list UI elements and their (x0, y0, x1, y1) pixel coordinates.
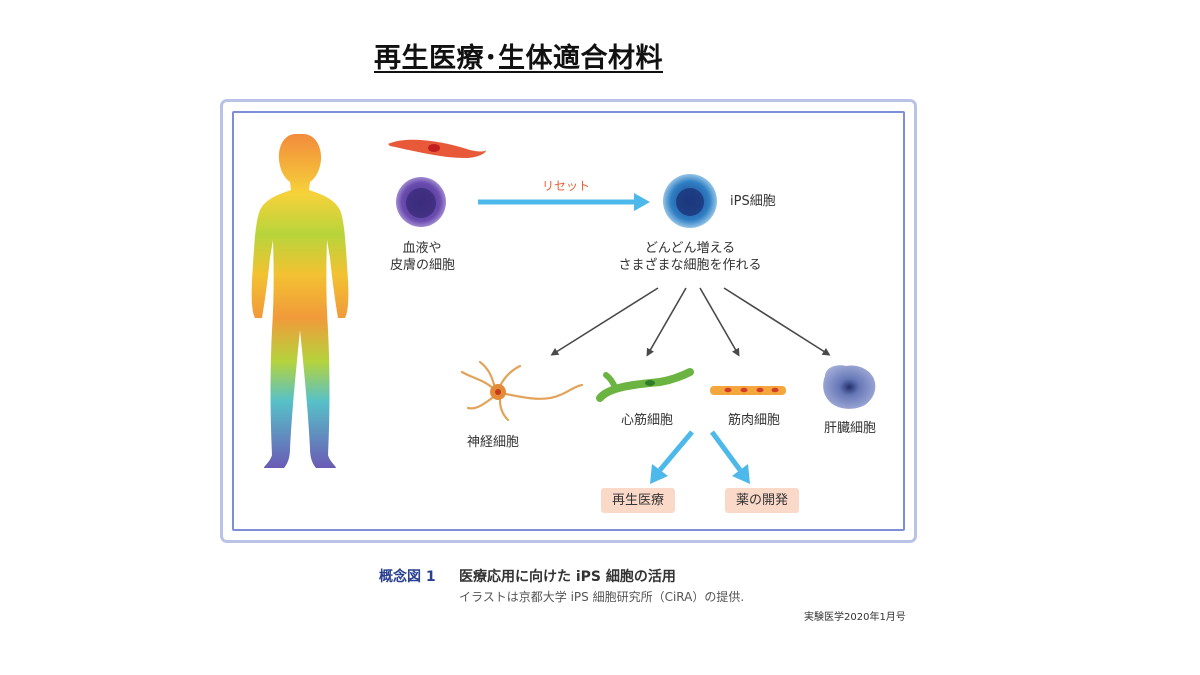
source-cell-label: 血液や 皮膚の細胞 (390, 240, 456, 274)
differentiation-arrows (550, 287, 831, 357)
diagram-frame-inner-border (232, 111, 905, 531)
reset-label: リセット (542, 179, 591, 193)
ips-description: どんどん増える さまざまな細胞を作れる (610, 240, 770, 274)
ips-description-line1: どんどん増える (644, 241, 736, 256)
nerve-cell-label: 神経細胞 (467, 435, 520, 450)
liver-cell-icon (823, 365, 876, 409)
regenerative-medicine-badge: 再生医療 (601, 488, 676, 513)
figure-number: 概念図 1 (379, 569, 436, 585)
skeletal-muscle-cell-icon (710, 386, 786, 395)
ips-description-line2: さまざまな細胞を作れる (618, 258, 762, 273)
figure-credit: イラストは京都大学 iPS 細胞研究所（CiRA）の提供. (459, 590, 745, 604)
ips-cell-label: iPS細胞 (730, 194, 776, 209)
human-body-figure (251, 134, 349, 468)
heart-muscle-cell-icon (596, 368, 694, 402)
liver-cell-label: 肝臓細胞 (824, 421, 877, 436)
blood-cell-icon (396, 177, 446, 227)
heart-muscle-cell-label: 心筋細胞 (621, 413, 674, 428)
skin-cell-icon (388, 139, 486, 158)
figure-caption-title: 医療応用に向けた iPS 細胞の活用 (459, 569, 676, 585)
diagram-frame (220, 99, 917, 543)
source-cell-label-line2: 皮膚の細胞 (390, 258, 456, 273)
ips-cell-icon (663, 174, 717, 228)
outcome-arrows (650, 430, 750, 484)
skeletal-muscle-cell-label: 筋肉細胞 (728, 413, 781, 428)
reset-arrow (478, 193, 650, 211)
drug-development-badge: 薬の開発 (725, 488, 800, 513)
nerve-cell-icon (460, 360, 584, 422)
source-cell-label-line1: 血液や (402, 241, 442, 256)
figure-source: 実験医学2020年1月号 (804, 612, 906, 623)
page-title: 再生医療･生体適合材料 (374, 43, 663, 74)
